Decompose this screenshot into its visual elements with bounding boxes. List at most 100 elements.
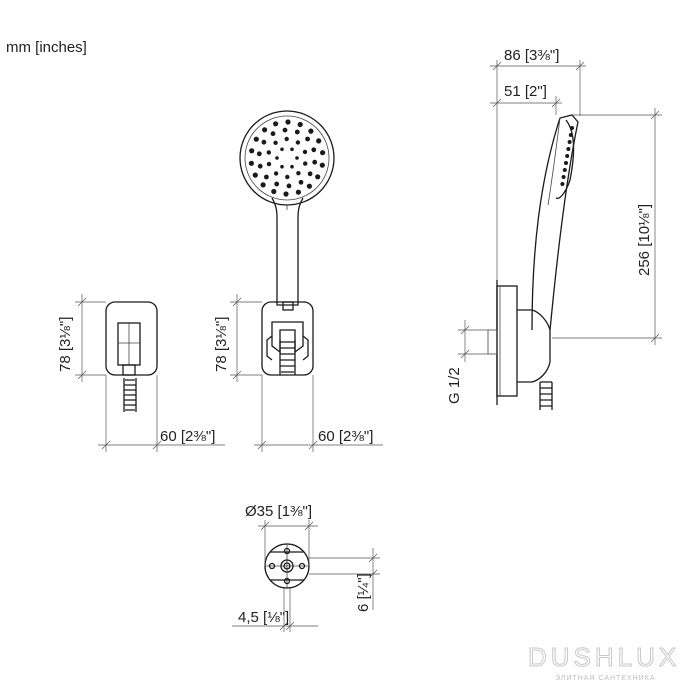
wall-bracket-front-view — [105, 301, 158, 412]
nozzle — [297, 121, 303, 128]
top-partial-in: 2" — [529, 83, 543, 100]
nozzle — [303, 161, 308, 166]
nozzle — [298, 179, 304, 185]
depth-mm: 6 — [355, 604, 372, 612]
svg-text:60 [2⅜"]: 60 [2⅜"] — [160, 428, 215, 445]
top-dimensions: 86 [3⅜"] 51 [2"] — [490, 47, 586, 280]
hand-shower-side-view — [487, 114, 579, 410]
svg-text:78 [3⅛"]: 78 [3⅛"] — [213, 317, 230, 372]
nozzle — [316, 138, 322, 144]
diameter-in: 1⅜" — [282, 503, 308, 520]
pitch-mm: 4,5 — [238, 609, 259, 626]
bracket-height-dimension-left: 78 [3⅛"] — [57, 294, 106, 382]
diameter-dimension: Ø35 [1⅜"] — [245, 503, 318, 566]
svg-text:256 [10⅛"]: 256 [10⅛"] — [636, 204, 653, 276]
side-nozzle — [570, 126, 574, 130]
nozzle — [285, 174, 290, 180]
nozzle — [257, 163, 263, 169]
spray-nozzles — [248, 119, 326, 197]
nozzle — [306, 183, 312, 189]
svg-text:51 [2"]: 51 [2"] — [504, 83, 547, 100]
width-dimension-mid: 60 [2⅜"] — [254, 375, 383, 452]
nozzle — [253, 136, 259, 142]
side-nozzle — [561, 175, 566, 179]
nozzle — [312, 159, 318, 165]
pitch-in: ⅛" — [267, 609, 285, 626]
svg-text:4,5 [⅛"]: 4,5 [⅛"] — [238, 609, 289, 626]
diameter-mm: 35 — [257, 503, 274, 520]
units-note: mm [inches] — [6, 39, 87, 56]
watermark-brand: DUSHLUX — [528, 642, 680, 672]
bracket-height-left-mm: 78 — [57, 355, 74, 372]
nozzle — [307, 171, 313, 177]
top-total-mm: 86 — [504, 47, 521, 64]
nozzle — [266, 150, 271, 155]
nozzle — [296, 171, 301, 176]
width-left-in: 2⅜" — [185, 428, 211, 445]
nozzle — [283, 191, 289, 197]
nozzle — [266, 161, 272, 167]
nozzle — [295, 156, 299, 160]
nozzle — [248, 160, 254, 166]
svg-text:86 [3⅜"]: 86 [3⅜"] — [504, 47, 559, 64]
nozzle — [274, 181, 280, 187]
top-partial-mm: 51 — [504, 83, 521, 100]
total-height-dimension: 256 [10⅛"] — [552, 108, 662, 345]
top-total-in: 3⅜" — [529, 47, 555, 64]
thread-dimension: G 1/2 — [446, 320, 488, 404]
nozzle — [308, 128, 314, 134]
nozzle — [264, 174, 269, 180]
nozzle — [273, 171, 279, 176]
nozzle — [271, 188, 277, 195]
svg-text:60 [2⅜"]: 60 [2⅜"] — [318, 428, 373, 445]
nozzle — [270, 131, 276, 137]
nozzle — [256, 151, 262, 157]
nozzle — [302, 149, 308, 155]
depth-in: ¼" — [355, 577, 372, 595]
svg-text:Ø35 [1⅜"]: Ø35 [1⅜"] — [245, 503, 312, 520]
pitch-dimension: 4,5 [⅛"] — [232, 588, 318, 632]
nozzle — [284, 136, 289, 142]
side-nozzle — [562, 168, 567, 172]
nozzle — [275, 156, 279, 160]
side-nozzle — [564, 161, 568, 165]
nozzle — [295, 189, 301, 195]
nozzle — [273, 140, 278, 145]
nozzle — [252, 172, 258, 178]
bracket-height-dimension-mid: 78 [3⅛"] — [213, 294, 262, 382]
nozzle — [290, 164, 294, 169]
width-mid-mm: 60 — [318, 428, 335, 445]
nozzle — [285, 119, 291, 125]
nozzle — [261, 139, 267, 145]
connector-plan-view — [264, 543, 310, 589]
side-nozzle — [568, 133, 573, 137]
bracket-height-mid-in: 3⅛" — [213, 321, 230, 347]
hand-shower-front-view — [239, 110, 335, 376]
nozzle — [286, 183, 292, 189]
nozzle — [280, 164, 284, 169]
svg-text:6 [¼"]: 6 [¼"] — [355, 573, 372, 612]
watermark-logo: DUSHLUX ЭЛИТНАЯ САНТЕХНИКА — [528, 642, 680, 683]
nozzle — [320, 150, 326, 156]
width-dimension-left: 60 [2⅜"] — [98, 375, 225, 452]
side-nozzle — [560, 182, 565, 186]
side-nozzle — [567, 140, 572, 144]
svg-text:78 [3⅛"]: 78 [3⅛"] — [57, 317, 74, 372]
nozzle — [290, 147, 294, 152]
side-nozzles — [560, 126, 574, 186]
height-total-in: 10⅛" — [636, 208, 653, 243]
nozzle — [273, 121, 279, 127]
nozzle — [262, 127, 268, 133]
bracket-height-left-in: 3⅛" — [57, 321, 74, 347]
side-nozzle — [566, 147, 571, 151]
height-total-mm: 256 — [636, 251, 653, 276]
thread-label: G 1/2 — [446, 367, 463, 404]
diameter-symbol: Ø — [245, 503, 257, 520]
nozzle — [280, 147, 284, 152]
nozzle — [305, 136, 310, 142]
nozzle — [311, 147, 317, 153]
nozzle — [249, 148, 255, 154]
nozzle — [260, 182, 266, 188]
nozzle — [282, 127, 288, 133]
